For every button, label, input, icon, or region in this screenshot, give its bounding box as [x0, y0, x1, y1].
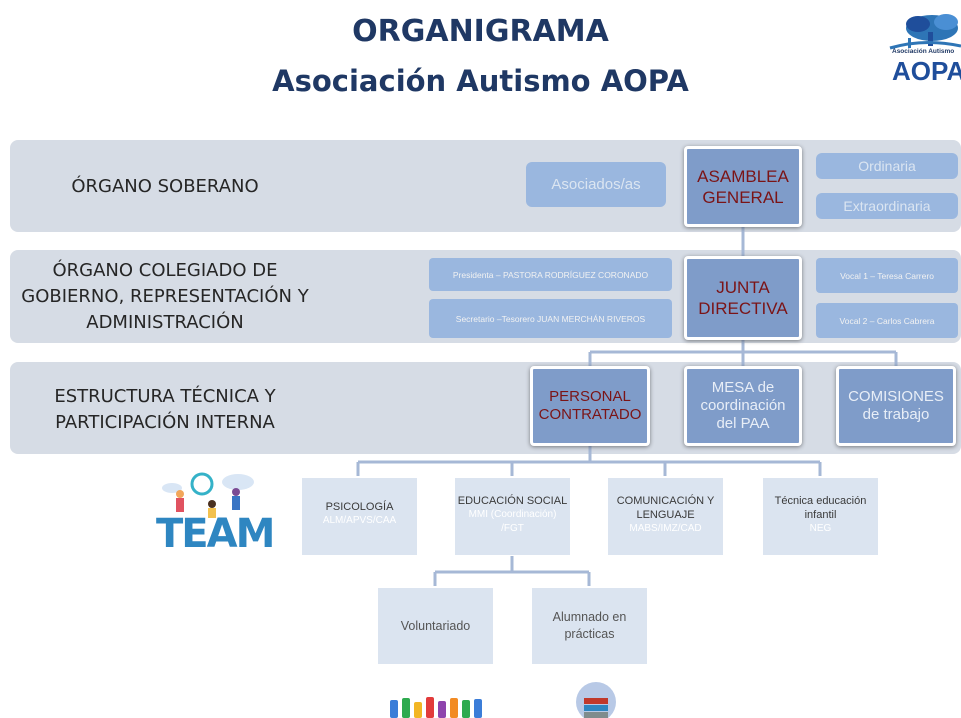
box-vocal-1: Vocal 1 – Teresa Carrero: [816, 258, 958, 293]
box-ordinaria: Ordinaria: [816, 153, 958, 179]
box-comunicacion-lenguaje: COMUNICACIÓN Y LENGUAJE MABS/IMZ/CAD: [608, 478, 723, 555]
alumnado-label: Alumnado en prácticas: [552, 610, 627, 641]
tree-icon: [889, 14, 961, 50]
educacion-social-title: EDUCACIÓN SOCIAL: [457, 495, 568, 507]
educacion-social-staff: MMI (Coordinación) /FGT: [468, 509, 557, 534]
box-tecnica-infantil: Técnica educación infantil NEG: [763, 478, 878, 555]
box-asamblea-general: ASAMBLEA GENERAL: [684, 146, 802, 227]
box-alumnado: Alumnado en prácticas: [532, 588, 647, 664]
logo-caption: Asociación Autismo: [892, 48, 955, 55]
aopa-logo: Asociación Autismo AOPA: [884, 8, 961, 92]
box-asociados: Asociados/as: [526, 162, 666, 207]
box-educacion-social: EDUCACIÓN SOCIAL MMI (Coordinación) /FGT: [455, 478, 570, 555]
box-vocal-2: Vocal 2 – Carlos Cabrera: [816, 303, 958, 338]
voluntariado-label: Voluntariado: [400, 618, 471, 633]
tecnica-infantil-title: Técnica educación infantil: [774, 495, 867, 521]
label-organo-soberano: ÓRGANO SOBERANO: [71, 176, 259, 197]
raised-hands-icon: [390, 697, 482, 718]
box-extraordinaria: Extraordinaria: [816, 193, 958, 219]
psicologia-title: PSICOLOGÍA: [325, 501, 394, 513]
box-presidenta: Presidenta – PASTORA RODRÍGUEZ CORONADO: [429, 258, 672, 291]
team-illustration: TEAM: [150, 468, 275, 558]
box-comisiones: COMISIONES de trabajo: [836, 366, 956, 446]
team-people-icon: [162, 472, 254, 518]
tecnica-infantil-staff: NEG: [809, 523, 832, 534]
box-psicologia: PSICOLOGÍA ALM/APVS/CAA: [302, 478, 417, 555]
chart-subtitle: Asociación Autismo AOPA: [272, 64, 689, 98]
box-secretario: Secretario –Tesorero JUAN MERCHÁN RIVERO…: [429, 299, 672, 338]
band-organo-soberano: [10, 140, 961, 232]
box-junta-directiva: JUNTA DIRECTIVA: [684, 256, 802, 340]
box-mesa-coordinacion: MESA de coordinación del PAA: [684, 366, 802, 446]
team-word: TEAM: [156, 511, 275, 557]
label-estructura-tecnica: ESTRUCTURA TÉCNICA Y PARTICIPACIÓN INTER…: [54, 386, 276, 433]
box-personal-contratado: PERSONAL CONTRATADO: [530, 366, 650, 446]
logo-wordmark: AOPA: [892, 56, 961, 86]
comunicacion-staff: MABS/IMZ/CAD: [629, 523, 702, 534]
box-voluntariado: Voluntariado: [378, 588, 493, 664]
psicologia-staff: ALM/APVS/CAA: [322, 515, 397, 526]
comunicacion-title: COMUNICACIÓN Y LENGUAJE: [616, 495, 715, 521]
chart-title: ORGANIGRAMA: [352, 14, 609, 49]
label-organo-colegiado: ÓRGANO COLEGIADO DE GOBIERNO, REPRESENTA…: [21, 260, 309, 333]
books-icon: [576, 682, 616, 718]
team-letters: TEAM: [156, 511, 275, 557]
band-estructura-tecnica: [10, 362, 961, 454]
